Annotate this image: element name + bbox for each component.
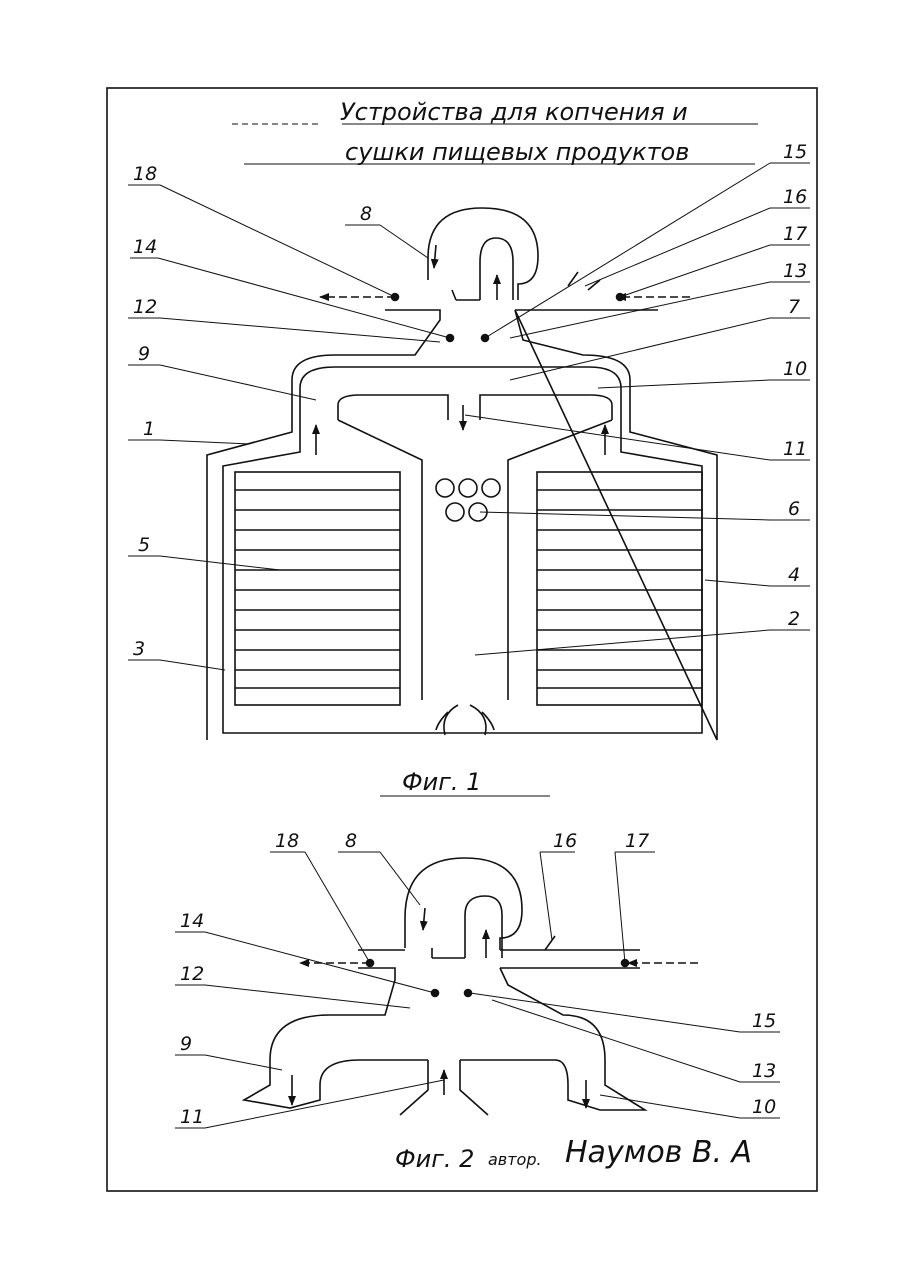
figure-2 — [244, 858, 698, 1115]
fig2-caption-block: Фиг. 2 автор. Наумов В. А — [395, 1135, 752, 1173]
label-11: 11 — [783, 438, 807, 460]
fan-housing — [428, 208, 538, 300]
fig2-label-18: 18 — [275, 830, 299, 852]
fig2-label-13: 13 — [752, 1060, 776, 1082]
housing-outer — [207, 310, 717, 740]
page-frame — [107, 88, 817, 1191]
fig2-label-16: 16 — [553, 830, 577, 852]
label-15: 15 — [783, 141, 807, 163]
label-10: 10 — [783, 358, 807, 380]
label-12: 12 — [133, 296, 157, 318]
fig2-caption: Фиг. 2 — [395, 1145, 474, 1173]
central-channel — [338, 395, 612, 700]
label-13: 13 — [783, 260, 807, 282]
label-18: 18 — [133, 163, 157, 185]
title-line-2: сушки пищевых продуктов — [345, 138, 689, 166]
title: Устройства для копчения и сушки пищевых … — [232, 98, 758, 166]
label-7: 7 — [788, 296, 800, 318]
heater-elements — [436, 479, 500, 521]
fig2-label-17: 17 — [625, 830, 649, 852]
fig1-caption: Фиг. 1 — [402, 768, 481, 796]
label-14: 14 — [133, 236, 157, 258]
fig2-label-8: 8 — [345, 830, 357, 852]
label-17: 17 — [783, 223, 807, 245]
fig2-fan-housing — [405, 858, 522, 958]
label-2: 2 — [788, 608, 800, 630]
bottom-flow-arrows — [436, 705, 494, 735]
fig2-label-15: 15 — [752, 1010, 776, 1032]
label-9: 9 — [138, 343, 150, 365]
author-prefix: автор. — [488, 1150, 542, 1169]
label-8: 8 — [360, 203, 372, 225]
fig2-label-10: 10 — [752, 1096, 776, 1118]
title-line-1: Устройства для копчения и — [340, 98, 688, 126]
fig1-labels: 18 8 14 12 9 1 5 3 15 16 17 13 7 10 11 6… — [133, 141, 807, 660]
fig2-label-11: 11 — [180, 1106, 204, 1128]
label-4: 4 — [788, 564, 800, 586]
author-name: Наумов В. А — [565, 1135, 752, 1170]
right-shelves — [537, 472, 702, 705]
label-6: 6 — [788, 498, 800, 520]
label-5: 5 — [138, 534, 150, 556]
fig1-leaders — [128, 163, 810, 670]
fig2-label-9: 9 — [180, 1033, 192, 1055]
label-16: 16 — [783, 186, 807, 208]
fig2-label-12: 12 — [180, 963, 204, 985]
label-3: 3 — [133, 638, 145, 660]
label-1: 1 — [143, 418, 155, 440]
fig2-label-14: 14 — [180, 910, 204, 932]
left-shelves — [235, 472, 400, 705]
figure-1 — [207, 208, 717, 740]
